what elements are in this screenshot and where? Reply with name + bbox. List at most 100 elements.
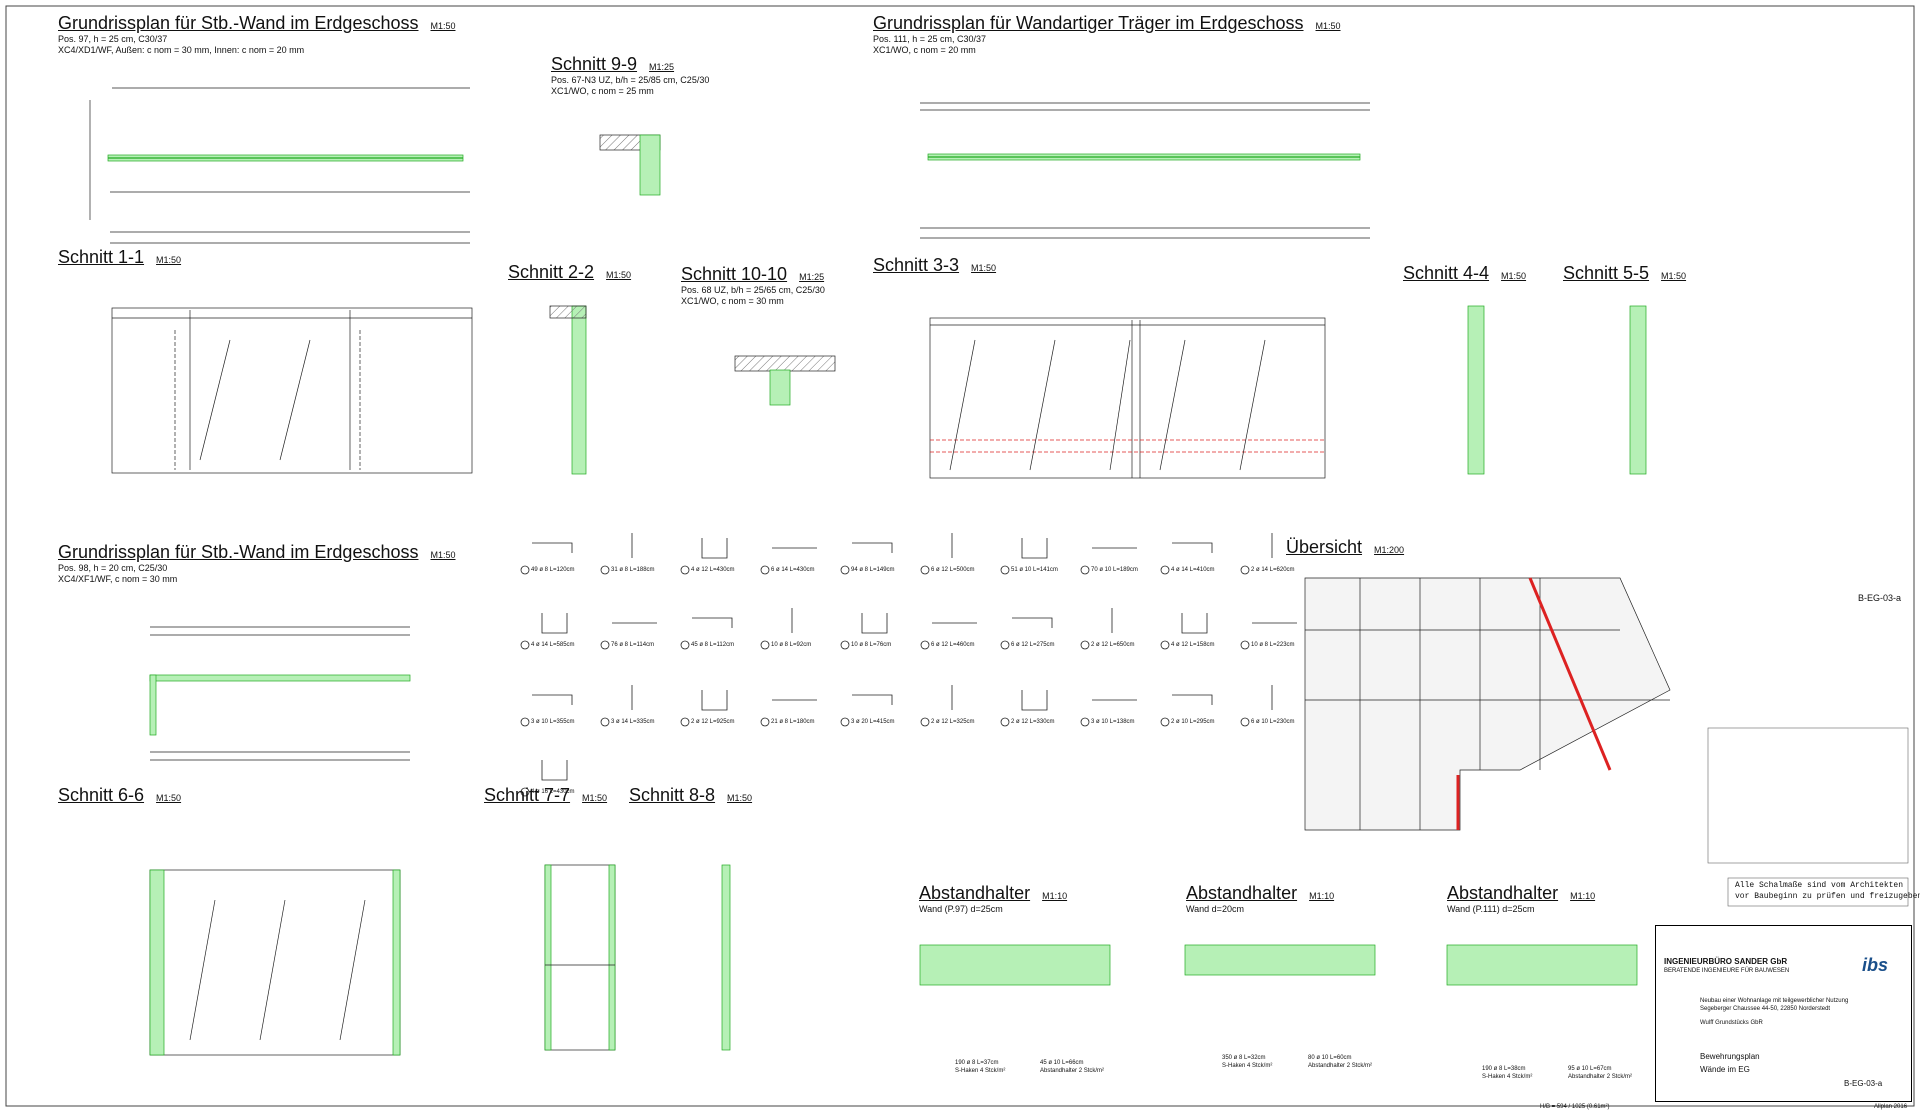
bar-label: 70 ø 10 L=189cm xyxy=(1091,567,1138,573)
bar-marker xyxy=(600,640,610,650)
bar-label: 6 ø 12 L=460cm xyxy=(931,642,975,648)
bar-label: 4 ø 14 L=410cm xyxy=(1171,567,1215,573)
bar-shape xyxy=(541,613,568,634)
plan-p98-wall xyxy=(149,626,411,761)
software-label: Allplan 2016 xyxy=(1874,1104,1908,1110)
bar-shape xyxy=(1181,613,1208,634)
plan-title-2: Wände im EG xyxy=(1700,1065,1750,1074)
plan-p97-line2: XC4/XD1/WF, Außen: c nom = 30 mm, Innen:… xyxy=(58,45,305,55)
section-7-7 xyxy=(544,864,616,1051)
bar-shape xyxy=(541,760,568,781)
bar-marker xyxy=(1240,565,1250,575)
bar-marker xyxy=(1240,640,1250,650)
bar-shape xyxy=(852,694,893,705)
bar-marker xyxy=(1240,717,1250,727)
bar-marker xyxy=(1160,565,1170,575)
bar-marker xyxy=(680,717,690,727)
bar-shape xyxy=(1021,690,1048,711)
bar-shape xyxy=(701,538,728,559)
bar-label: 94 ø 8 L=149cm xyxy=(851,567,895,573)
bar-label: 4 ø 12 L=158cm xyxy=(1171,642,1215,648)
note-box xyxy=(1727,877,1909,907)
spacer-3-sub: Wand (P.111) d=25cm xyxy=(1447,904,1535,914)
project-name: Neubau einer Wohnanlage mit teilgewerbli… xyxy=(1700,998,1849,1004)
note-line-1: Alle Schalmaße sind vom Architekten xyxy=(1735,881,1904,890)
section-5-5-wall xyxy=(1629,305,1647,475)
spacer-2-b2: Abstandhalter 2 Stck/m² xyxy=(1308,1063,1373,1069)
bar-marker xyxy=(520,717,530,727)
section-2-2 xyxy=(549,305,587,475)
section-9-9-line2: XC1/WO, c nom = 25 mm xyxy=(551,86,654,96)
bar-schedule xyxy=(520,533,1297,797)
section-9-9 xyxy=(599,134,661,196)
bar-label: 4 ø 14 L=585cm xyxy=(531,642,575,648)
section-10-10 xyxy=(734,355,836,406)
bar-label: 3 ø 14 L=335cm xyxy=(611,719,655,725)
spacer-2-b: 80 ø 10 L=60cm xyxy=(1308,1055,1352,1061)
section-4-4-wall xyxy=(1467,305,1485,475)
bar-label: 31 ø 8 L=188cm xyxy=(611,567,655,573)
bar-marker xyxy=(1080,640,1090,650)
bar-marker xyxy=(920,640,930,650)
spacer-1-b2: Abstandhalter 2 Stck/m² xyxy=(1040,1068,1105,1074)
spacer-3-b: 95 ø 10 L=67cm xyxy=(1568,1066,1612,1072)
bar-shape xyxy=(1172,542,1213,553)
overview-plan xyxy=(1304,577,1671,831)
plan-p97-line1: Pos. 97, h = 25 cm, C30/37 xyxy=(58,34,168,44)
plan-p111-line2: XC1/WO, c nom = 20 mm xyxy=(873,45,976,55)
bar-label: 2 ø 12 L=925cm xyxy=(691,719,735,725)
bar-marker xyxy=(1000,565,1010,575)
bar-label: 3 ø 20 L=415cm xyxy=(851,719,895,725)
bar-label: 2 ø 12 L=330cm xyxy=(1011,719,1055,725)
bar-marker xyxy=(760,640,770,650)
spacer-3-a2: S-Haken 4 Stck/m² xyxy=(1482,1074,1533,1080)
section-10-10-line1: Pos. 68 UZ, b/h = 25/65 cm, C25/30 xyxy=(681,285,825,295)
bar-shape xyxy=(861,613,888,634)
bar-marker xyxy=(840,717,850,727)
bar-marker xyxy=(520,787,530,797)
spacer-1-a: 190 ø 8 L=37cm xyxy=(955,1060,999,1066)
plan-p98-line1: Pos. 98, h = 20 cm, C25/30 xyxy=(58,563,168,573)
title-block: INGENIEURBÜRO SANDER GbR BERATENDE INGEN… xyxy=(1655,925,1912,1102)
bar-shape xyxy=(532,694,573,705)
section-3-3 xyxy=(929,317,1326,479)
bar-marker xyxy=(760,717,770,727)
bar-label: 21 ø 8 L=180cm xyxy=(771,719,815,725)
bar-marker xyxy=(600,717,610,727)
spacer-1-sub: Wand (P.97) d=25cm xyxy=(919,904,1003,914)
bar-label: 2 ø 14 L=620cm xyxy=(1251,567,1295,573)
plan-p98-line2: XC4/XF1/WF, c nom = 30 mm xyxy=(58,574,178,584)
bar-shape xyxy=(692,617,733,628)
bar-label: 4 ø 12 L=430cm xyxy=(691,567,735,573)
bar-marker xyxy=(1000,640,1010,650)
bar-marker xyxy=(520,640,530,650)
plan-number: B-EG-03-a xyxy=(1844,1079,1883,1088)
bar-marker xyxy=(680,640,690,650)
plan-p111-line1: Pos. 111, h = 25 cm, C30/37 xyxy=(873,34,986,44)
bar-label: 45 ø 8 L=112cm xyxy=(691,642,735,648)
spacer-3-b2: Abstandhalter 2 Stck/m² xyxy=(1568,1074,1633,1080)
bar-label: 3 ø 10 L=355cm xyxy=(531,719,575,725)
bar-marker xyxy=(1080,717,1090,727)
bar-label: 10 ø 8 L=92cm xyxy=(771,642,812,648)
bar-label: 3 ø 10 L=138cm xyxy=(1091,719,1135,725)
bar-marker xyxy=(840,640,850,650)
client-name: Wulff Grundstücks GbR xyxy=(1700,1020,1763,1026)
office-subtitle: BERATENDE INGENIEURE FÜR BAUWESEN xyxy=(1664,968,1790,974)
section-6-6 xyxy=(149,869,401,1056)
title-plan-p111: Grundrissplan für Wandartiger Träger im … xyxy=(873,13,1341,33)
plan-p97-wall xyxy=(89,87,470,244)
bar-marker xyxy=(1080,565,1090,575)
legend-box xyxy=(1707,727,1909,864)
sheet-code-side: B-EG-03-a xyxy=(1858,593,1902,603)
